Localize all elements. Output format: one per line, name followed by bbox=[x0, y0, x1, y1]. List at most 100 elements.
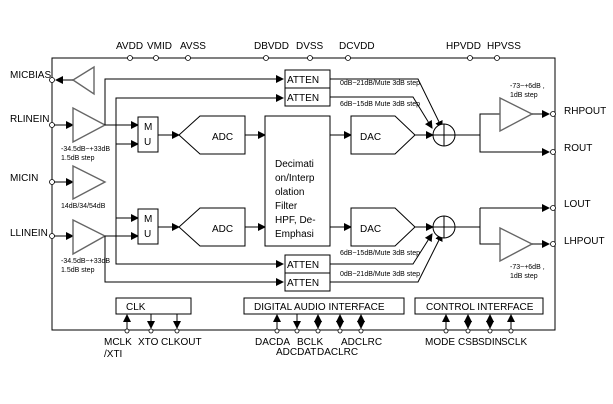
lhp-gain-label: -73~+6dB , bbox=[510, 264, 545, 271]
atten-bottom-1-range: 6dB~15dB/Mute 3dB step bbox=[340, 250, 420, 257]
pin-label-rout: ROUT bbox=[564, 143, 592, 154]
dac-top bbox=[350, 115, 416, 155]
atten-bottom-2-label: ATTEN bbox=[287, 278, 319, 289]
pin-label-xti: /XTI bbox=[104, 349, 122, 360]
atten-top-1-label: ATTEN bbox=[287, 75, 319, 86]
pin-pad-micin bbox=[49, 179, 55, 185]
rhp-step-label: 1dB step bbox=[510, 92, 538, 99]
control-interface-block bbox=[414, 297, 544, 315]
pin-label-dvss: DVSS bbox=[296, 41, 324, 52]
lhp-amp-triangle bbox=[499, 226, 534, 263]
rlinein-step-label: 1.5dB step bbox=[61, 155, 95, 162]
left-output-wires bbox=[455, 208, 500, 245]
adc-bottom-label: ADC bbox=[212, 224, 233, 235]
rline-bypass-wire bbox=[104, 75, 284, 125]
pin-pad-lout bbox=[550, 205, 556, 211]
filter-line-1: Decimati bbox=[275, 159, 314, 170]
dac-top-label: DAC bbox=[360, 132, 381, 143]
pin-pad-lhpout bbox=[550, 241, 556, 247]
filter-line-4: Filter bbox=[275, 201, 298, 212]
pin-pad-llinein bbox=[49, 233, 55, 239]
pin-label-micin: MICIN bbox=[10, 173, 38, 184]
filter-line-2: on/Interp bbox=[275, 173, 315, 184]
mux-top-label-u: U bbox=[144, 137, 151, 148]
pin-label-adcdat: ADCDAT bbox=[276, 347, 316, 358]
adc-top-label: ADC bbox=[212, 132, 233, 143]
rlinein-gain-label: -34.5dB~+33dB bbox=[61, 146, 110, 153]
pin-pad-rhpout bbox=[550, 111, 556, 117]
digital-audio-interface-block bbox=[243, 297, 405, 315]
mic-bypass-wire-top bbox=[115, 94, 284, 182]
micin-gain-label: 14dB/34/54dB bbox=[61, 203, 106, 210]
atten-bottom-1-to-summer-wire bbox=[330, 233, 433, 265]
pin-label-daclrc: DACLRC bbox=[317, 347, 358, 358]
pin-pad-bclk bbox=[315, 328, 321, 334]
filter-block-text: Decimati on/Interp olation Filter HPF, D… bbox=[275, 159, 316, 240]
pin-pad-sclk bbox=[508, 328, 514, 334]
pin-pad-adclrc bbox=[358, 328, 364, 334]
pin-label-rhpout: RHPOUT bbox=[564, 106, 606, 117]
pin-pad-hpvss bbox=[494, 55, 500, 61]
pin-label-avdd: AVDD bbox=[116, 41, 143, 52]
pin-pad-adcdat bbox=[294, 328, 300, 334]
pin-pad-vmid bbox=[153, 55, 159, 61]
summer-bottom-plus-icon bbox=[433, 216, 455, 238]
atten-top-1-to-summer-wire bbox=[330, 78, 443, 129]
pin-label-dacdat: DACDA bbox=[255, 337, 290, 348]
pin-pad-dcvdd bbox=[345, 55, 351, 61]
summer-top-plus-icon bbox=[433, 124, 455, 146]
atten-top-1-range: 0dB~21dB/Mute 3dB step bbox=[340, 80, 420, 87]
micbias-buffer-triangle bbox=[71, 65, 95, 96]
pin-label-csb: CSB bbox=[458, 337, 479, 348]
pin-pad-csb bbox=[465, 328, 471, 334]
pin-pad-rlinein bbox=[49, 122, 55, 128]
pin-pad-dacdat bbox=[274, 328, 280, 334]
pin-pad-micbias bbox=[49, 77, 55, 83]
pin-pad-dvss bbox=[307, 55, 313, 61]
pin-label-hpvss: HPVSS bbox=[487, 41, 521, 52]
filter-block bbox=[264, 115, 331, 247]
control-interface-label: CONTROL INTERFACE bbox=[426, 302, 534, 313]
mux-bottom-label-m: M bbox=[144, 214, 152, 225]
atten-top-2-label: ATTEN bbox=[287, 93, 319, 104]
micin-boost-triangle bbox=[72, 164, 107, 201]
filter-line-5: HPF, De- bbox=[275, 215, 316, 226]
llinein-step-label: 1.5dB step bbox=[61, 267, 95, 274]
pin-pad-daclrc bbox=[337, 328, 343, 334]
chip-outline bbox=[51, 57, 556, 331]
atten-bottom-2-to-summer-wire bbox=[330, 233, 443, 283]
pin-label-clkout: CLKOUT bbox=[161, 337, 202, 348]
pin-pad-clkout bbox=[174, 328, 180, 334]
pin-pad-sdin bbox=[487, 328, 493, 334]
pin-pad-dbvdd bbox=[263, 55, 269, 61]
atten-top-2-range: 6dB~15dB Mute 3dB step bbox=[340, 101, 420, 108]
pin-pad-hpvdd bbox=[467, 55, 473, 61]
pin-label-sclk: SCLK bbox=[501, 337, 527, 348]
pin-label-rlinein: RLINEIN bbox=[10, 114, 49, 125]
lhp-step-label: 1dB step bbox=[510, 273, 538, 280]
power-pins: AVDD VMID AVSS DBVDD DVSS DCVDD HPVDD HP… bbox=[116, 41, 521, 61]
pin-label-adclrc: ADCLRC bbox=[341, 337, 382, 348]
pin-pad-avss bbox=[185, 55, 191, 61]
pin-label-dcvdd: DCVDD bbox=[339, 41, 375, 52]
digital-audio-interface-label: DIGITAL AUDIO INTERFACE bbox=[254, 302, 385, 313]
lline-bypass-wire bbox=[104, 236, 284, 286]
rhp-gain-label: -73~+6dB , bbox=[510, 83, 545, 90]
llinein-gain-label: -34.5dB~+33dB bbox=[61, 258, 110, 265]
pin-pad-mode bbox=[443, 328, 449, 334]
pin-label-dbvdd: DBVDD bbox=[254, 41, 289, 52]
pin-label-lout: LOUT bbox=[564, 199, 591, 210]
pin-label-llinein: LLINEIN bbox=[10, 228, 48, 239]
atten-bottom-1-label: ATTEN bbox=[287, 260, 319, 271]
pin-label-lhpout: LHPOUT bbox=[564, 236, 605, 247]
mux-bottom-label-u: U bbox=[144, 229, 151, 240]
clk-block-label: CLK bbox=[126, 302, 146, 313]
filter-line-6: Emphasi bbox=[275, 229, 314, 240]
pin-label-micbias: MICBIAS bbox=[10, 70, 51, 81]
pin-pad-avdd bbox=[127, 55, 133, 61]
pin-pad-mclk bbox=[124, 328, 130, 334]
pin-label-vmid: VMID bbox=[147, 41, 172, 52]
pin-label-mclk: MCLK bbox=[104, 337, 132, 348]
filter-line-3: olation bbox=[275, 187, 304, 198]
